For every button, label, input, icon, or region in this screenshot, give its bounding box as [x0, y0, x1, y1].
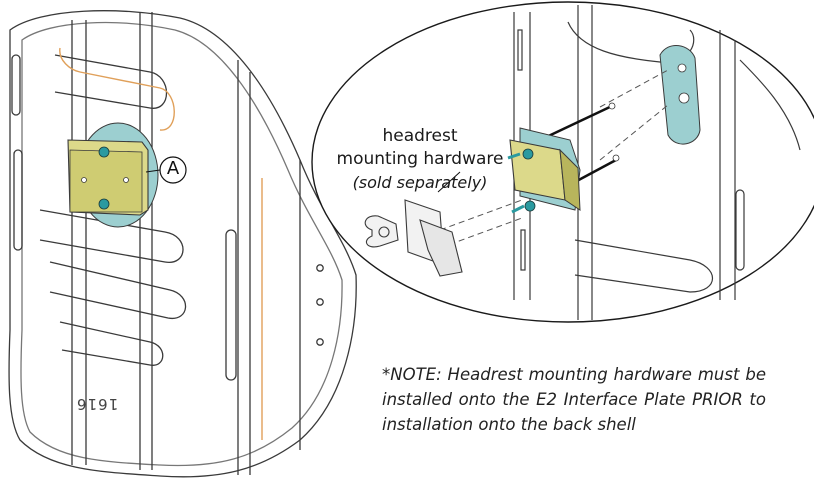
- headrest-hardware: [364, 199, 463, 277]
- back-shell: [8, 10, 357, 478]
- interface-plate: [659, 45, 701, 145]
- mount-assembly-shell: [67, 122, 159, 228]
- mount-block-detail: [507, 127, 581, 214]
- hardware-label-line1: headrest: [382, 126, 458, 146]
- hardware-label-line3: (sold separately): [352, 173, 488, 192]
- callout-a: [145, 156, 187, 184]
- callout-a-label: A: [166, 158, 180, 179]
- hardware-label-line2: mounting hardware: [336, 149, 504, 169]
- shell-guide-lines: [59, 47, 263, 440]
- installation-note: *NOTE: Headrest mounting hardware must b…: [382, 365, 766, 434]
- detail-view: [311, 1, 814, 323]
- shell-part-mark: 1616: [76, 395, 119, 413]
